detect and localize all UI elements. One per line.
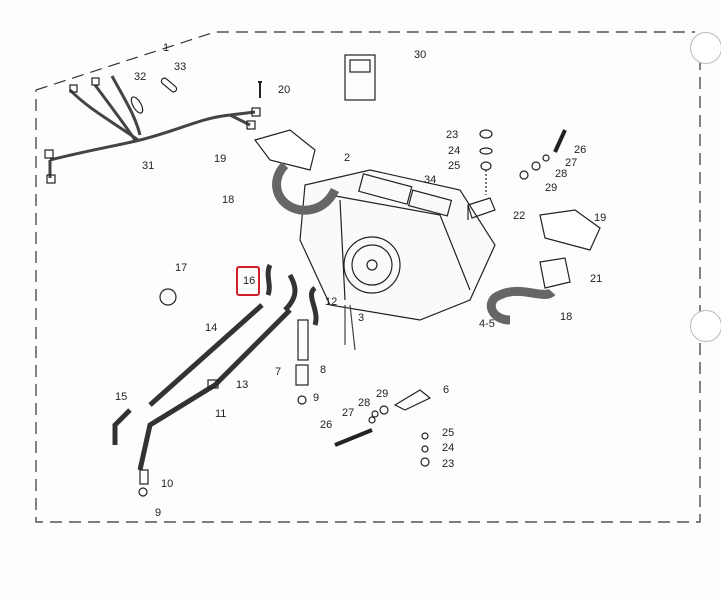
callout-27: 27 — [565, 157, 578, 169]
callout-26b: 26 — [320, 419, 333, 431]
callout-4-5: 4-5 — [479, 318, 495, 330]
flex-duct — [272, 161, 340, 215]
binder-hole — [690, 310, 721, 342]
callout-6: 6 — [443, 384, 450, 396]
callout-2: 2 — [344, 152, 351, 164]
callout-10: 10 — [161, 478, 174, 490]
callout-12: 12 — [325, 296, 338, 308]
blower-fan — [343, 236, 401, 294]
bracket-6 — [393, 389, 432, 411]
callout-24: 24 — [448, 145, 461, 157]
connector — [44, 149, 54, 159]
vent-outlet — [539, 209, 601, 251]
flex-duct — [486, 286, 556, 325]
callout-29b: 29 — [376, 388, 389, 400]
callout-9b: 9 — [155, 507, 162, 519]
callout-18: 18 — [222, 194, 235, 206]
callout-32: 32 — [134, 71, 147, 83]
callout-22: 22 — [513, 210, 526, 222]
heater-housing — [299, 169, 496, 321]
callout-34: 34 — [424, 174, 437, 186]
callout-9: 9 — [313, 392, 320, 404]
highlight-box — [236, 266, 260, 296]
heater-pipe-14 — [148, 303, 264, 407]
callout-19b: 19 — [594, 212, 607, 224]
callout-13: 13 — [236, 379, 249, 391]
callout-23: 23 — [446, 129, 459, 141]
screw — [258, 81, 262, 98]
callout-3: 3 — [358, 312, 365, 324]
hose-15 — [112, 408, 132, 445]
callout-27b: 27 — [342, 407, 355, 419]
callout-30: 30 — [414, 49, 427, 61]
fuse — [160, 77, 178, 93]
callout-8: 8 — [320, 364, 327, 376]
control-module — [358, 173, 413, 205]
connector — [46, 174, 56, 184]
callout-16: 16 — [243, 275, 256, 287]
vent-outlet — [253, 129, 316, 171]
callout-17: 17 — [175, 262, 188, 274]
callout-25: 25 — [448, 160, 461, 172]
callout-28b: 28 — [358, 397, 371, 409]
callout-31: 31 — [142, 160, 155, 172]
duct-adapter — [539, 257, 571, 289]
callout-21: 21 — [590, 273, 603, 285]
hose-clamp — [159, 288, 177, 306]
bracket — [467, 197, 496, 220]
callout-24b: 24 — [442, 442, 455, 454]
callout-25b: 25 — [442, 427, 455, 439]
callout-28: 28 — [555, 168, 568, 180]
callout-7: 7 — [275, 366, 282, 378]
callout-19: 19 — [214, 153, 227, 165]
fuse-holder — [130, 96, 144, 114]
callout-29: 29 — [545, 182, 558, 194]
callout-18b: 18 — [560, 311, 573, 323]
assembly-boundary — [35, 31, 701, 523]
callout-26: 26 — [574, 144, 587, 156]
heater-pipe-13 — [137, 308, 292, 471]
callout-23b: 23 — [442, 458, 455, 470]
callout-11: 11 — [215, 408, 227, 420]
callout-1: 1 — [163, 42, 170, 54]
callout-15: 15 — [115, 391, 128, 403]
callout-33: 33 — [174, 61, 187, 73]
valve — [297, 319, 309, 361]
switch — [344, 54, 376, 101]
binder-hole — [690, 32, 721, 64]
wiring-harness — [48, 75, 256, 178]
callout-20: 20 — [278, 84, 291, 96]
hose-16 — [265, 263, 273, 296]
callout-14: 14 — [205, 322, 218, 334]
